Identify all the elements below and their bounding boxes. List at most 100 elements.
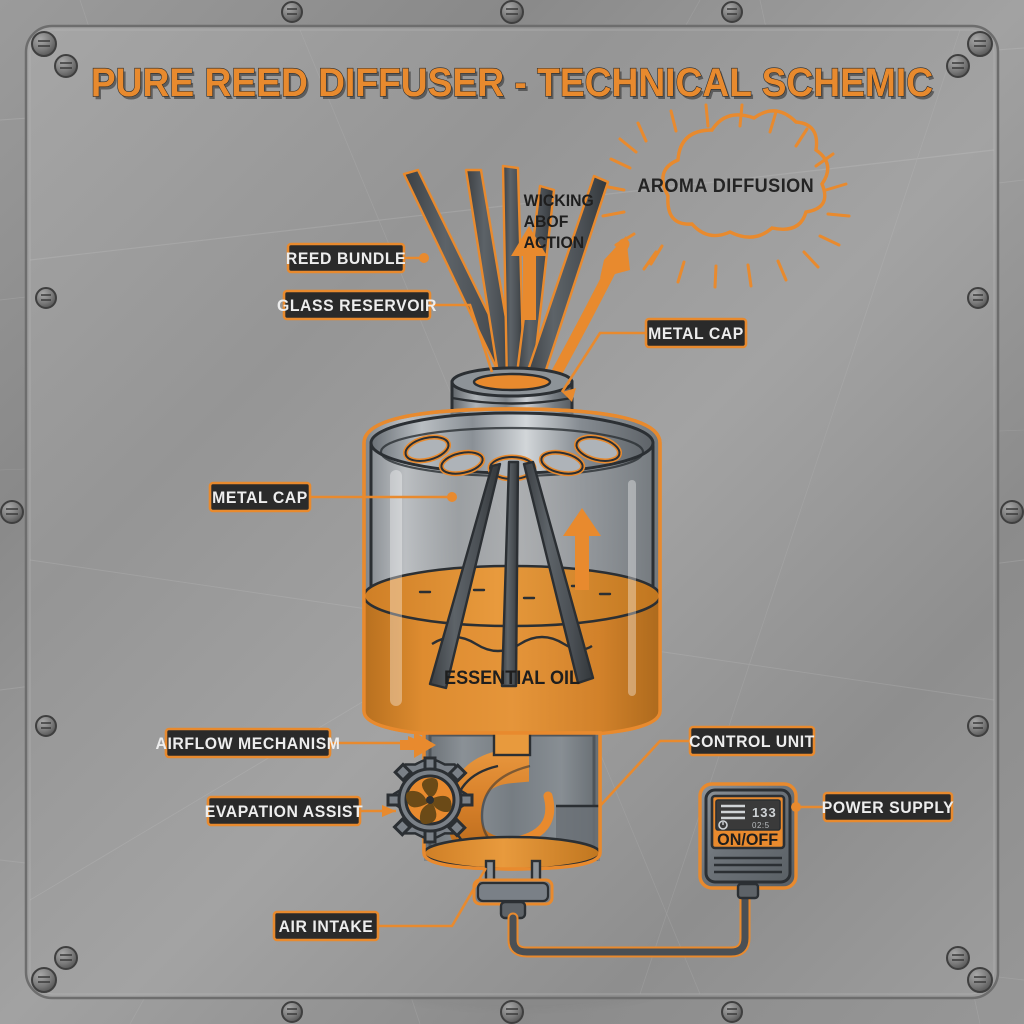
leader-dot-cap-left (447, 492, 457, 502)
tube-inlet (492, 733, 532, 757)
leader-dot-psu (791, 802, 801, 812)
cap-hole (538, 449, 586, 477)
screw (54, 54, 78, 78)
callout-air-intake[interactable]: AIR INTAKE (272, 910, 380, 942)
aroma-cloud-outline (661, 109, 830, 239)
callout-box[interactable] (282, 289, 432, 321)
screw (500, 0, 524, 24)
psu-readout: 133 (752, 805, 777, 820)
glass-reservoir: ESSENTIAL OIL (362, 407, 662, 739)
power-cable (509, 892, 749, 956)
screw (721, 1001, 743, 1023)
inner-panel-highlight (29, 29, 995, 995)
callout-box[interactable] (206, 795, 362, 827)
cap-hole (573, 434, 623, 464)
screw (31, 31, 57, 57)
callout-box[interactable] (644, 317, 748, 349)
glass-highlights (390, 470, 636, 706)
jar-contents: ESSENTIAL OIL (364, 460, 660, 737)
psu-subtext: 02:5 (752, 821, 770, 830)
callout-box[interactable] (272, 910, 380, 942)
callout-label-text: POWER SUPPLY (822, 799, 955, 818)
callout-label-text: EVAPATION ASSIST (205, 803, 363, 822)
leader-air-intake (378, 867, 488, 928)
callout-evapation-assist[interactable]: EVAPATION ASSIST (205, 795, 363, 827)
callout-box[interactable] (164, 727, 332, 759)
screw (281, 1, 303, 23)
wicking-line-2: ABOF (524, 213, 569, 232)
screw (54, 946, 78, 970)
psu-screen (715, 799, 781, 831)
screw (31, 967, 57, 993)
control-unit-device[interactable]: 133 02:5 ON/OFF (698, 782, 798, 900)
wicking-arrow (511, 226, 547, 320)
evapation-assist-gear (386, 756, 474, 844)
callout-label-text: GLASS RESERVOIR (277, 297, 437, 316)
reed-stick-submerged (428, 462, 502, 690)
page-title-group: PURE REED DIFFUSER - TECHNICAL SCHEMIC P… (90, 60, 935, 108)
reed-stick-submerged (522, 460, 595, 685)
screw (35, 287, 57, 309)
fan-icon (406, 778, 452, 824)
callout-metal-cap-left[interactable]: METAL CAP (208, 481, 312, 513)
callout-box[interactable] (286, 242, 406, 274)
screw (967, 715, 989, 737)
aroma-diffusion-text: AROMA DIFFUSION (637, 175, 814, 197)
psu-cable-gland (736, 882, 760, 900)
screw (500, 1000, 524, 1024)
aroma-diffusion-group: AROMA DIFFUSION (601, 103, 851, 289)
cap-holes (402, 434, 623, 482)
callout-leader-dots (419, 253, 801, 812)
submerged-reeds (428, 460, 595, 690)
cap-hole (438, 449, 486, 477)
psu-body-inner (704, 788, 792, 884)
callout-metal-cap-right[interactable]: METAL CAP (644, 317, 748, 349)
arrowhead-cap-right (562, 388, 576, 402)
callout-label-text: CONTROL UNIT (689, 733, 815, 752)
callout-reed-bundle[interactable]: REED BUNDLE (286, 242, 406, 274)
callout-box[interactable] (688, 725, 816, 757)
leader-arrowheads (382, 388, 576, 817)
cap-hole (402, 434, 452, 464)
callout-label-text: METAL CAP (212, 489, 308, 508)
base-outline-overlay (422, 731, 602, 871)
screw (967, 31, 993, 57)
screw (967, 967, 993, 993)
screw (0, 500, 24, 524)
wicking-action-text: WICKING ABOF ACTION (524, 192, 594, 253)
callout-power-supply[interactable]: POWER SUPPLY (822, 791, 955, 823)
psu-vents (714, 856, 782, 874)
diffusion-arrow (550, 236, 630, 380)
arrowhead-gear (382, 805, 396, 817)
screw (281, 1001, 303, 1023)
base-bottom-disc (422, 835, 602, 871)
psu-screen-bars (721, 804, 745, 820)
callout-box[interactable] (822, 791, 954, 823)
power-plug-cable (472, 859, 751, 958)
page-title: PURE REED DIFFUSER - TECHNICAL SCHEMIC (91, 61, 933, 106)
gear-icon (386, 756, 474, 844)
psu-status-led (718, 820, 728, 830)
screw (946, 946, 970, 970)
screw (721, 1, 743, 23)
cloud-rays (601, 103, 851, 289)
collar-opening (472, 372, 552, 392)
vapor-arrow (563, 508, 601, 590)
on-off-button-label[interactable]: ON/OFF (717, 830, 778, 849)
screw (1000, 500, 1024, 524)
callout-glass-reservoir[interactable]: GLASS RESERVOIR (277, 289, 437, 321)
callout-label-text: AIR INTAKE (279, 918, 374, 937)
screw (946, 54, 970, 78)
leader-metal-cap-right (560, 331, 646, 393)
callout-box[interactable] (208, 481, 312, 513)
wicking-line-3: ACTION (524, 234, 585, 253)
callout-control-unit[interactable]: CONTROL UNIT (688, 725, 816, 757)
airflow-mechanism (400, 731, 602, 871)
callout-labels: REED BUNDLE GLASS RESERVOIR METAL CAP AIRFL… (155, 242, 955, 942)
reed-stick-submerged (500, 460, 520, 688)
callout-label-text: METAL CAP (648, 325, 744, 344)
callout-airflow-mechanism[interactable]: AIRFLOW MECHANISM (155, 727, 340, 759)
